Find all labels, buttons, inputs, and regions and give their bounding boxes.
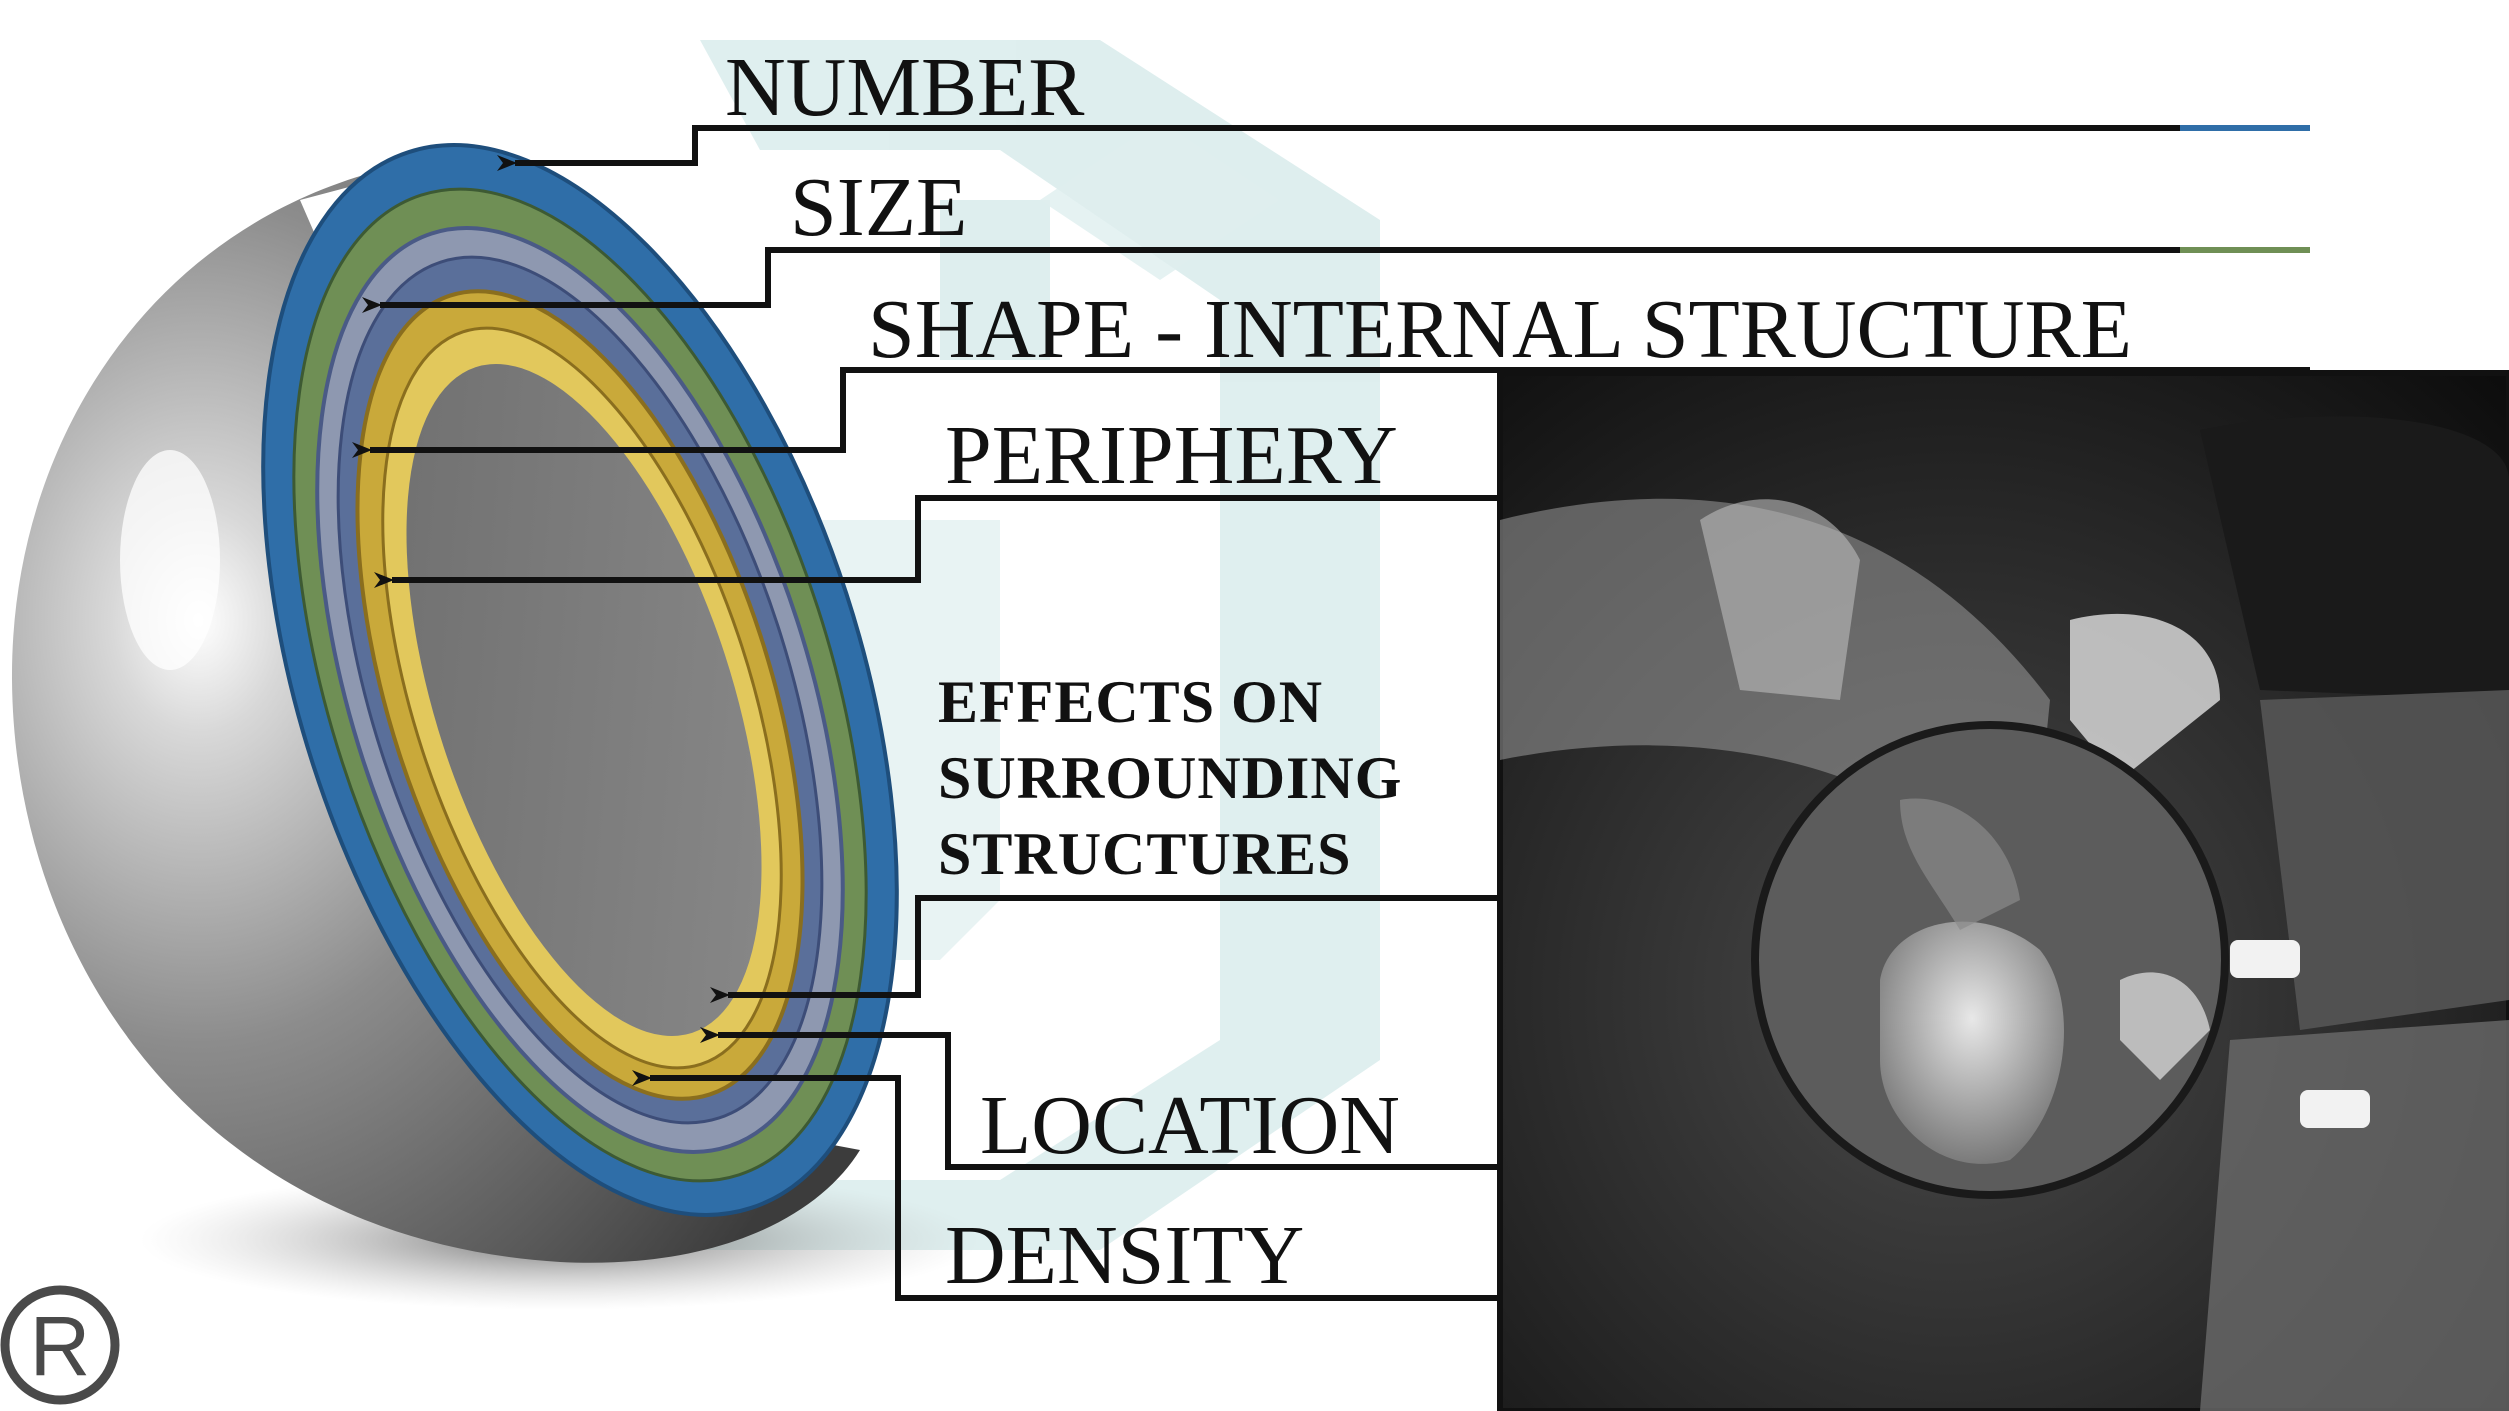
label-size: SIZE bbox=[790, 161, 967, 254]
impacted-tooth bbox=[1880, 922, 2064, 1164]
label-density: DENSITY bbox=[945, 1209, 1304, 1302]
registered-mark-letter: R bbox=[30, 1299, 91, 1393]
dental-radiograph bbox=[1500, 373, 2509, 1411]
sphere-highlight bbox=[120, 450, 220, 670]
label-effects-line2: SURROUNDING bbox=[938, 745, 1402, 811]
label-number: NUMBER bbox=[725, 41, 1084, 134]
label-periphery: PERIPHERY bbox=[945, 409, 1398, 502]
label-effects-line1: EFFECTS ON bbox=[938, 669, 1323, 735]
label-shape: SHAPE - INTERNAL STRUCTURE bbox=[868, 283, 2132, 376]
label-location: LOCATION bbox=[980, 1079, 1400, 1172]
label-effects-line3: STRUCTURES bbox=[938, 821, 1351, 887]
registered-mark-icon: R bbox=[5, 1290, 115, 1400]
